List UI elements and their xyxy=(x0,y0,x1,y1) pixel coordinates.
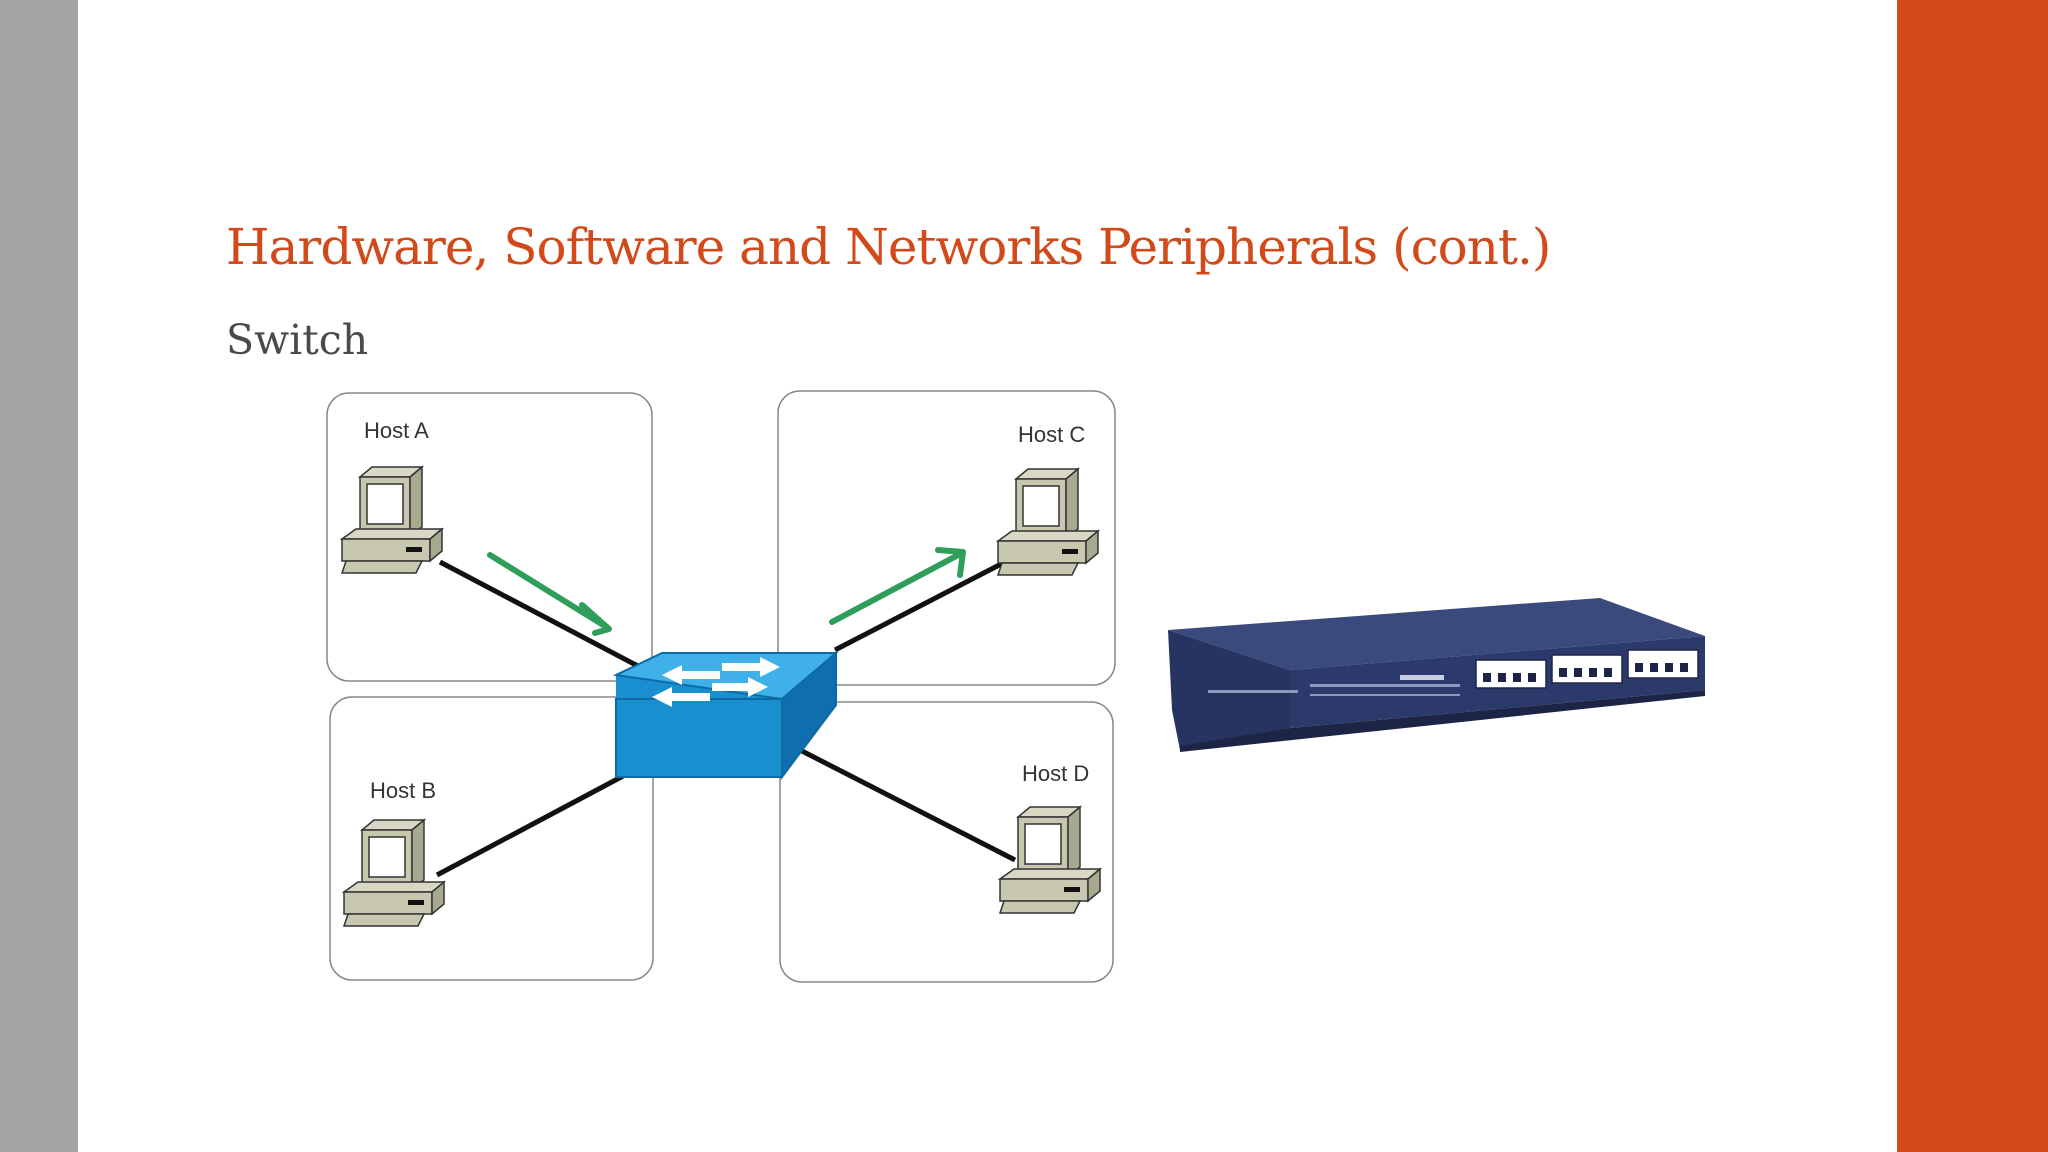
cable-host-a xyxy=(438,559,657,678)
network-switch-photo xyxy=(1160,590,1720,760)
arrow-icon xyxy=(487,547,966,636)
host-a-label: Host A xyxy=(364,418,429,443)
left-accent-bar xyxy=(0,0,78,1152)
switch-icon xyxy=(612,650,839,780)
slide-title: Hardware, Software and Networks Peripher… xyxy=(226,218,1551,276)
host-d-label: Host D xyxy=(1022,761,1089,786)
slide-subtitle: Switch xyxy=(226,316,369,364)
cable-host-d xyxy=(798,747,1017,863)
host-c-label: Host C xyxy=(1018,422,1085,447)
host-b-label: Host B xyxy=(370,778,436,803)
cable-host-c xyxy=(833,559,1007,653)
switch-network-diagram: Host A Host B Host C Host D xyxy=(320,385,1120,985)
host-a-panel xyxy=(326,392,653,682)
right-accent-bar xyxy=(1897,0,2048,1152)
cable-host-b xyxy=(435,772,627,878)
host-c-panel xyxy=(777,390,1116,686)
